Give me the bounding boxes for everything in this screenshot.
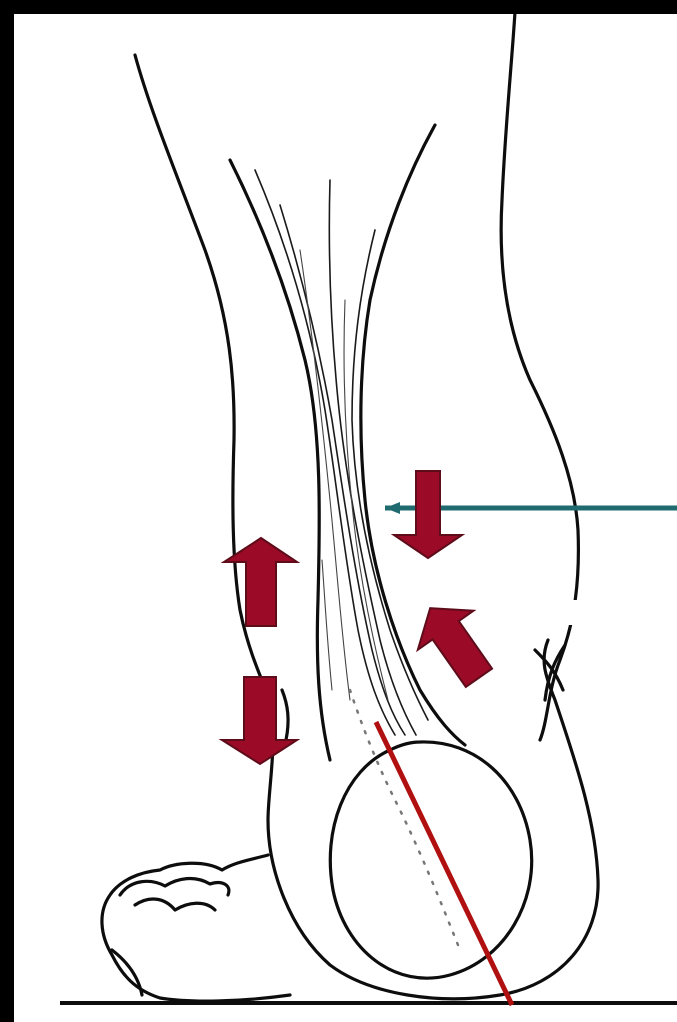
teal-pointer-tip	[385, 502, 400, 514]
label-mask	[560, 600, 677, 625]
skin-fold-mark	[282, 690, 288, 740]
heel-diagram	[14, 14, 677, 1022]
red-axis-line	[376, 722, 512, 1005]
arrow-diagonal-up-left	[402, 589, 506, 698]
leg-back-outline	[135, 55, 598, 999]
tendon-fiber	[322, 560, 332, 690]
tendon-outline-left	[230, 160, 330, 760]
arrow-down-left	[222, 677, 297, 764]
diagram-canvas	[14, 14, 677, 1022]
calcaneus-bone	[330, 742, 531, 978]
arrow-down-upper-right	[394, 471, 462, 558]
leg-front-outline	[501, 14, 578, 740]
toe-detail	[120, 878, 229, 910]
bone-dotted-line	[350, 690, 460, 950]
tendon-fiber	[280, 205, 405, 735]
tendon-fiber	[300, 250, 350, 700]
forefoot-outline	[102, 855, 290, 1001]
